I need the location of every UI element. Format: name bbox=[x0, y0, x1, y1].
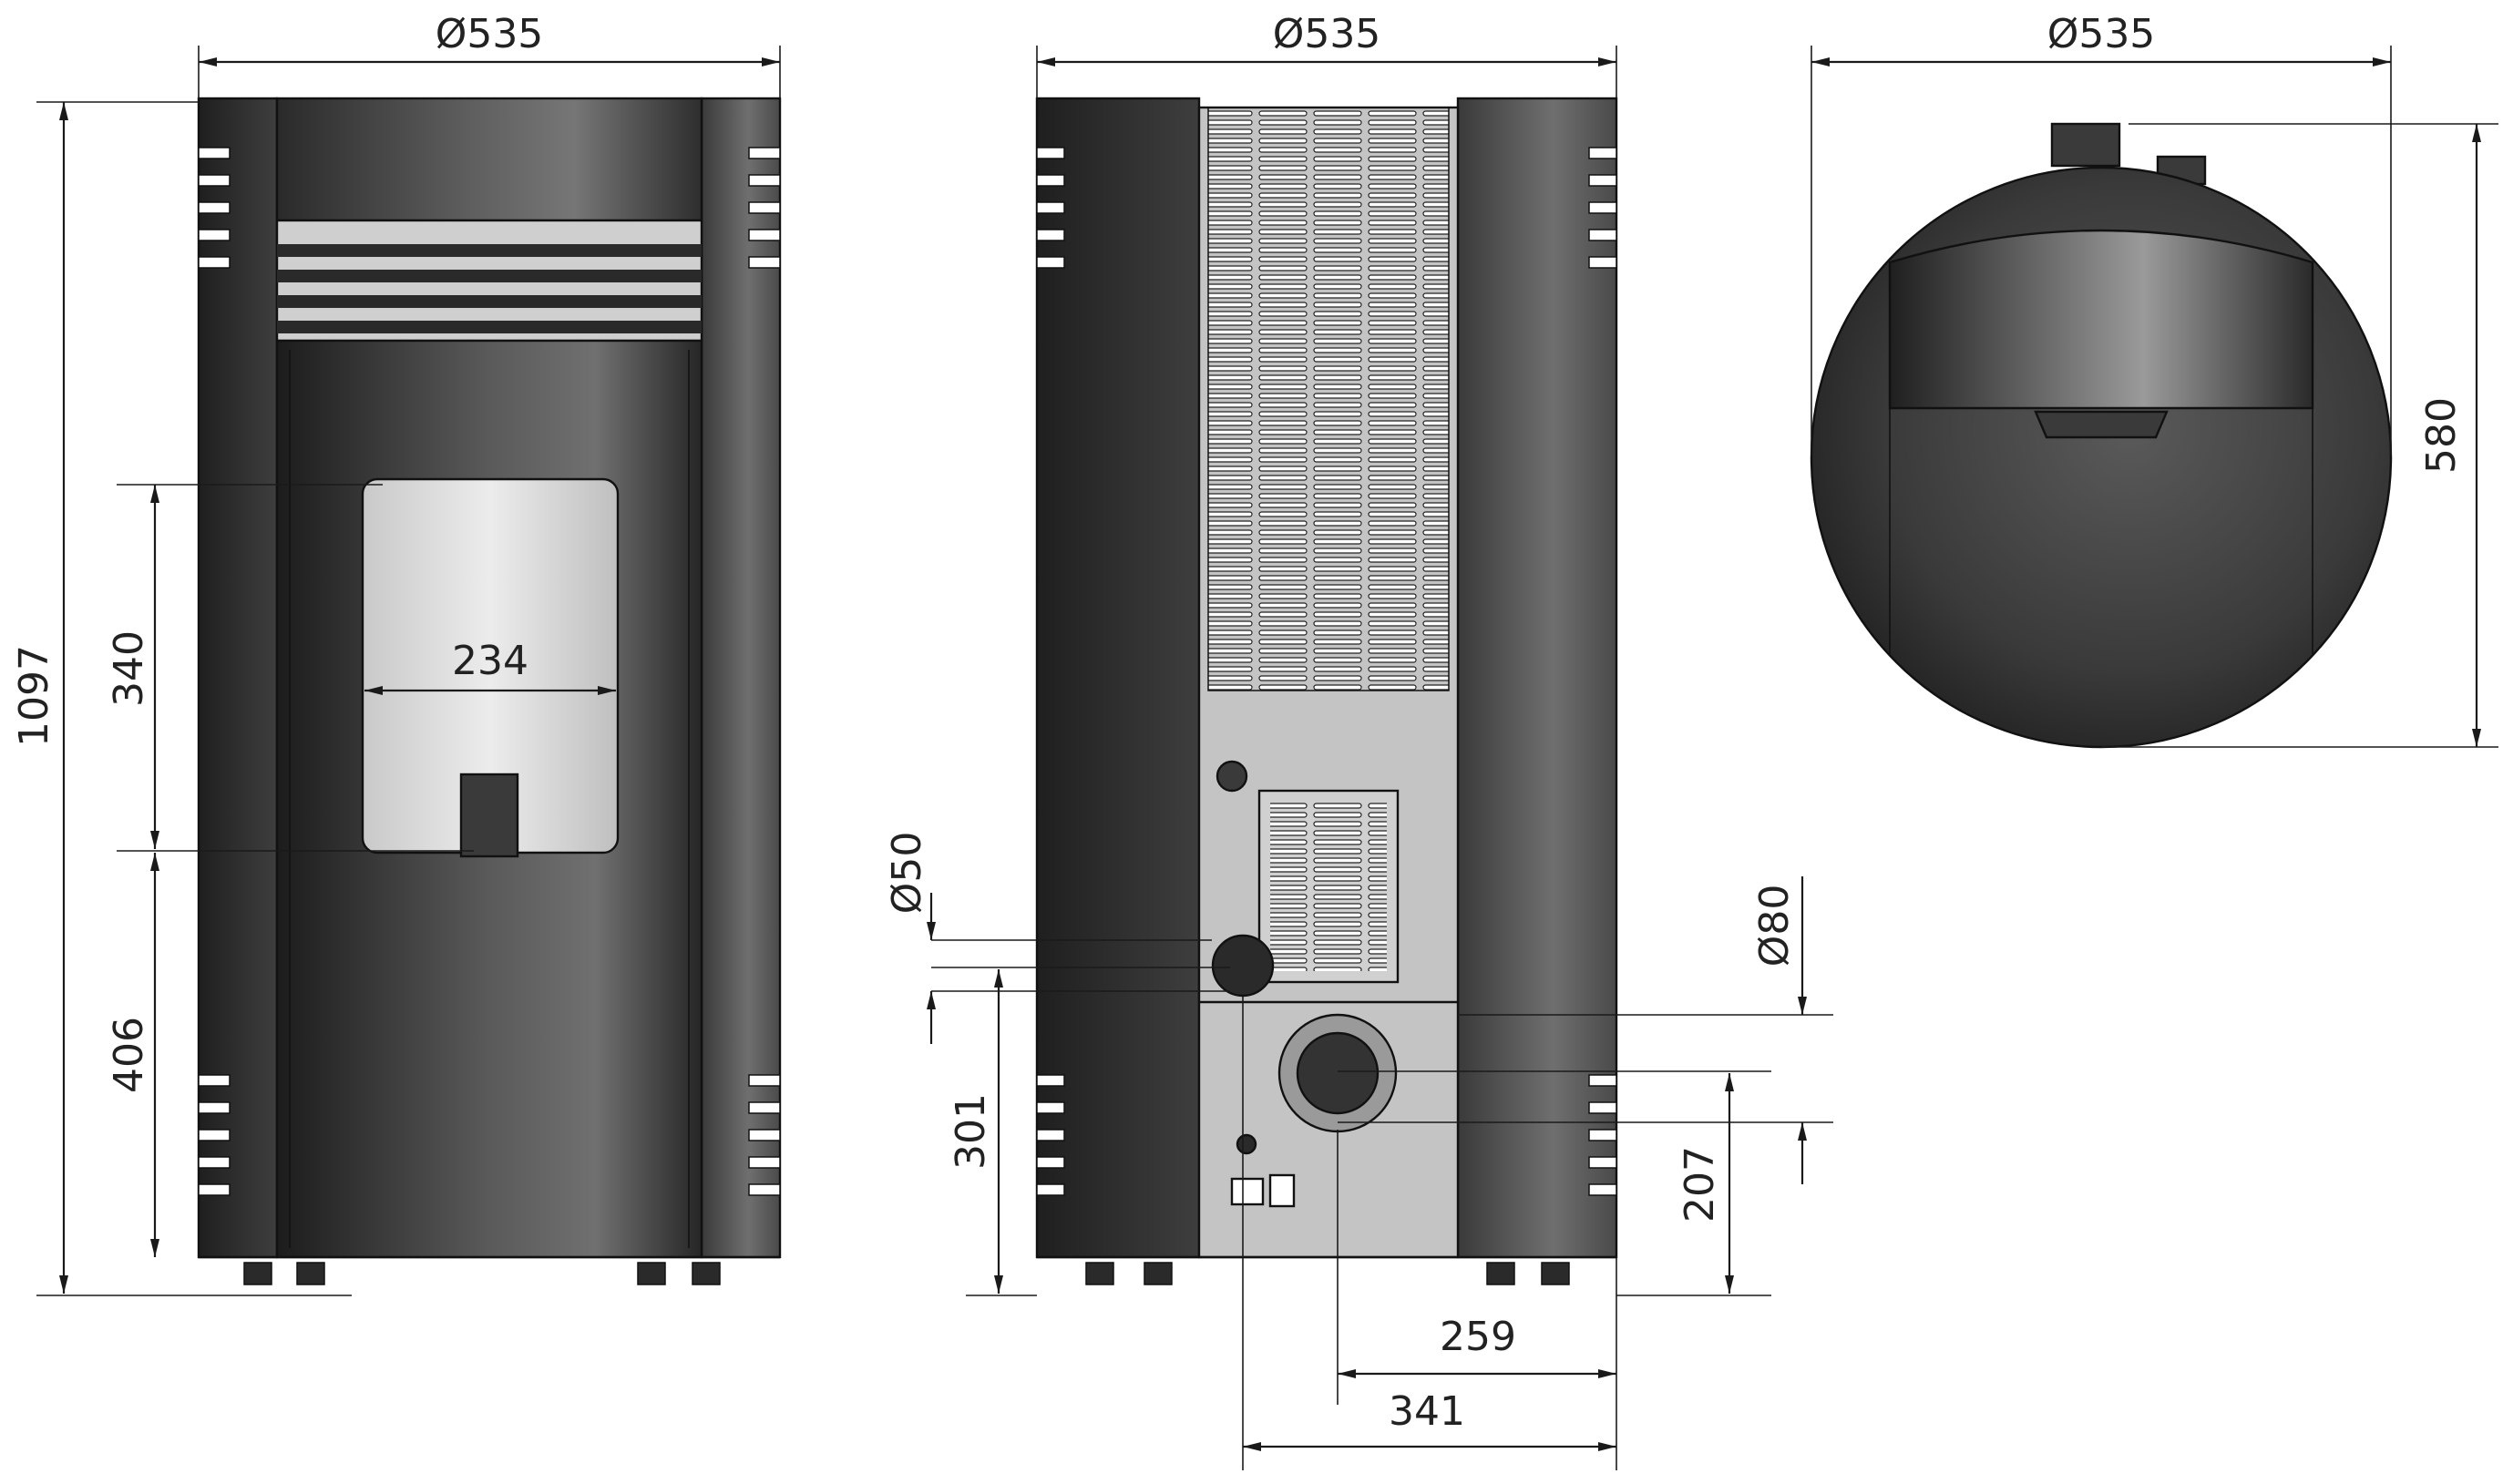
glass-height-label: 340 bbox=[106, 630, 152, 707]
air-inlet-diameter-label: Ø50 bbox=[884, 832, 930, 915]
rear-right-vents bbox=[1588, 147, 1617, 1196]
front-width-label: Ø535 bbox=[436, 11, 544, 57]
power-switch bbox=[1268, 1173, 1296, 1208]
glass-width-label: 234 bbox=[452, 638, 528, 684]
front-feet bbox=[243, 1262, 721, 1285]
top-lid bbox=[1888, 229, 2314, 410]
door-handle bbox=[459, 773, 519, 858]
rear-view: Ø535 Ø50 301 Ø80 207 259 341 bbox=[884, 11, 1833, 1470]
rear-left-vents bbox=[1036, 147, 1065, 1196]
front-view: Ø535 1097 340 406 234 bbox=[11, 11, 782, 1296]
front-height-label: 1097 bbox=[11, 645, 57, 747]
air-inlet bbox=[1211, 934, 1275, 998]
glass-base-height-label: 406 bbox=[106, 1017, 152, 1093]
sensor bbox=[1216, 760, 1248, 793]
flue-side-offset-label: 259 bbox=[1440, 1314, 1516, 1360]
top-depth-label: 580 bbox=[2418, 397, 2465, 474]
top-width-label: Ø535 bbox=[2047, 11, 2156, 57]
rear-width-label: Ø535 bbox=[1273, 11, 1381, 57]
front-top-panel bbox=[275, 97, 703, 222]
top-view: Ø535 580 bbox=[1810, 11, 2498, 749]
top-flue-collar bbox=[2050, 122, 2121, 168]
flue-height-label: 207 bbox=[1677, 1146, 1723, 1223]
inlet-side-offset-label: 341 bbox=[1389, 1388, 1465, 1435]
front-grille bbox=[275, 219, 703, 343]
fuse bbox=[1236, 1133, 1257, 1155]
front-left-vents bbox=[198, 147, 231, 1196]
rear-feet bbox=[1085, 1262, 1570, 1285]
rear-vent-slots bbox=[1207, 107, 1450, 691]
front-right-pillar bbox=[700, 97, 782, 1259]
front-right-vents bbox=[748, 147, 781, 1196]
air-inlet-height-label: 301 bbox=[948, 1093, 994, 1170]
front-left-pillar bbox=[197, 97, 279, 1259]
flue-diameter-label: Ø80 bbox=[1751, 885, 1798, 967]
top-handle bbox=[2034, 410, 2169, 439]
power-socket bbox=[1230, 1177, 1265, 1206]
rear-left-shell bbox=[1035, 97, 1201, 1259]
